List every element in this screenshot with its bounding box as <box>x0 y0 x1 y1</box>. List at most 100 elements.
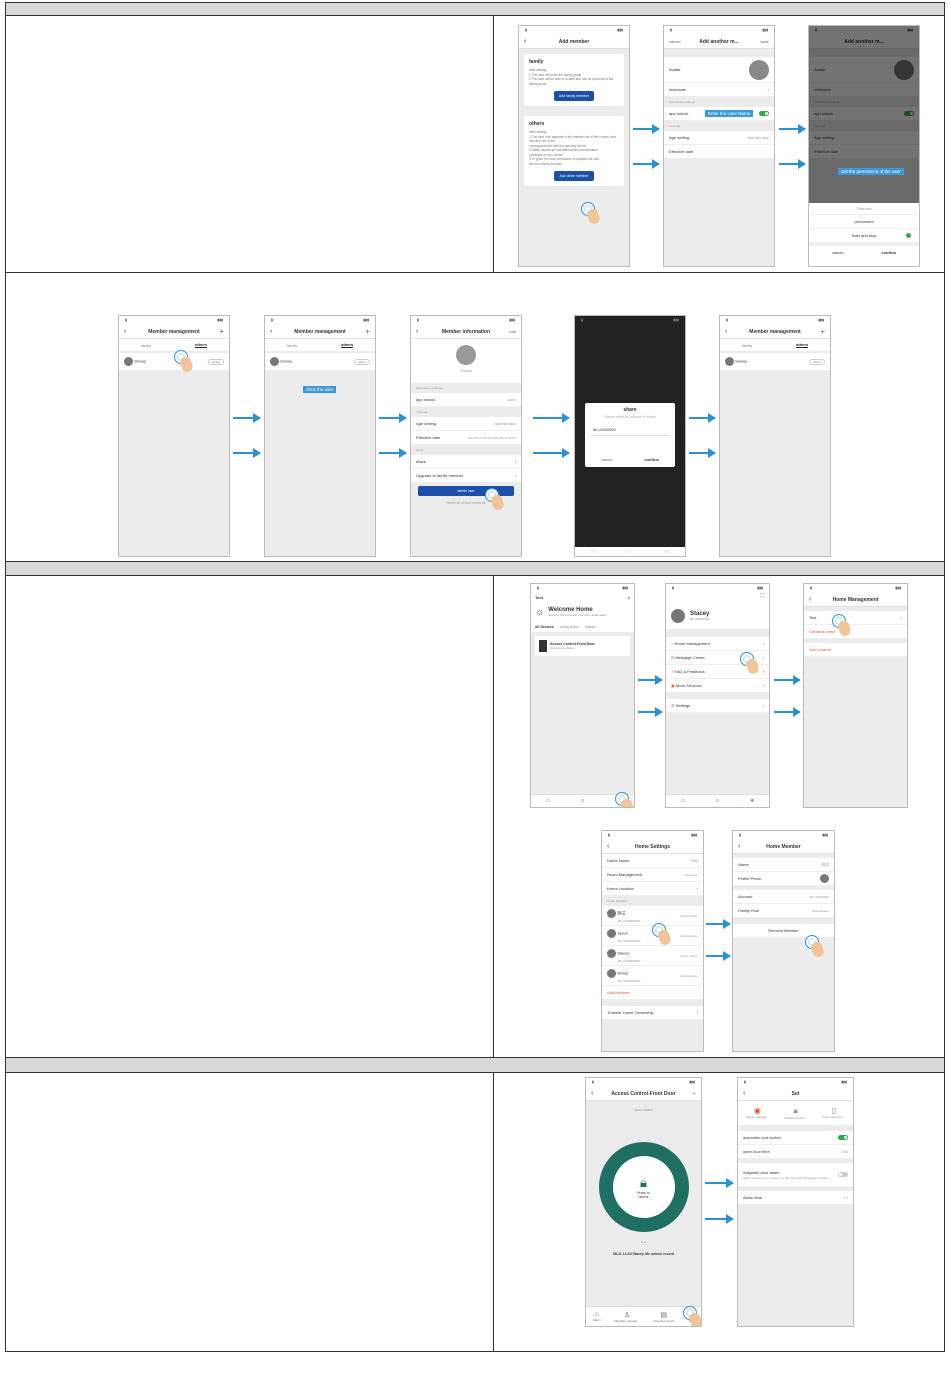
menu-faq-feedback[interactable]: ? FAQ & Feedback› <box>666 665 769 679</box>
scan-icon[interactable]: ⛶ <box>666 593 769 603</box>
scene-icon[interactable]: ☼ <box>714 798 721 804</box>
tab-living-room[interactable]: Living Room <box>559 625 580 629</box>
phone-set: ▮▮▮▮ ‹Set ◉Finger manage... 🔒︎password m… <box>737 1077 854 1327</box>
home-row[interactable]: Test› <box>804 611 907 625</box>
tab-others[interactable]: others <box>340 342 354 348</box>
join-home-row[interactable]: Join a home <box>804 643 907 657</box>
scene-icon[interactable]: ☼ <box>579 798 586 804</box>
add-icon[interactable]: + <box>365 327 370 336</box>
confirm-button[interactable]: confirm <box>881 250 897 255</box>
back-icon[interactable]: ‹ <box>725 328 728 335</box>
back-icon[interactable]: ‹ <box>607 843 610 850</box>
tab-others[interactable]: others <box>194 342 208 348</box>
home-icon[interactable]: ⌂ <box>546 798 550 804</box>
tab-master[interactable]: Master <box>585 625 596 629</box>
tab-member-manage[interactable]: ♙Member manage... <box>614 1311 639 1323</box>
cancel-button[interactable]: cancel <box>669 39 681 44</box>
profile-photo-row[interactable]: Profile Photo <box>733 872 834 886</box>
save-button[interactable]: save <box>760 39 769 44</box>
delete-user-button[interactable]: delete user <box>418 486 514 496</box>
back-icon[interactable]: ‹ <box>591 1090 594 1097</box>
tab-family[interactable]: family <box>286 342 298 348</box>
tab-opening-record[interactable]: ▤Opening record <box>653 1311 674 1323</box>
menu-home-management[interactable]: ⌂ Home Management› <box>666 637 769 651</box>
finger-manage-shortcut[interactable]: ◉Finger manage... <box>746 1106 769 1120</box>
add-member-row[interactable]: Add Member <box>602 986 703 1000</box>
home-icon[interactable]: ○ <box>628 548 632 555</box>
confirm-button[interactable]: confirm <box>644 457 660 462</box>
add-family-member-button[interactable]: Add family member <box>554 91 594 101</box>
reset-link[interactable]: Reset all unlock methods <box>446 501 486 505</box>
transfer-ownership-row[interactable]: Transfer Home Ownership› <box>602 1006 703 1020</box>
alarm-time-row[interactable]: Alarm time› › <box>738 1191 853 1205</box>
home-location-row[interactable]: Home Location› <box>602 882 703 896</box>
add-icon[interactable]: ● <box>627 595 630 600</box>
back-icon[interactable]: ‹ <box>524 38 527 45</box>
back-icon[interactable]: ‹ <box>743 1090 746 1097</box>
tab-family[interactable]: family <box>741 342 753 348</box>
unlock-button[interactable]: 🔒︎ Press to unlock <box>598 1142 689 1232</box>
create-home-row[interactable]: Create a home <box>804 625 907 639</box>
door-card-shortcut[interactable]: ▯Door card man... <box>823 1106 845 1120</box>
option-permanent[interactable]: permanent <box>809 214 919 228</box>
tab-all-devices[interactable]: All Devices <box>535 625 554 629</box>
section-frame-1 <box>5 15 945 273</box>
menu-settings[interactable]: ⚙ Settings› <box>666 699 769 713</box>
back-icon[interactable]: ◁ <box>664 548 669 555</box>
account-input[interactable]: 86-120000000 <box>591 425 669 436</box>
remove-member-button[interactable]: Remove Member <box>733 924 834 938</box>
nav-bar: ‹Member management+ <box>119 325 229 339</box>
back-icon[interactable]: ‹ <box>124 328 127 335</box>
avatar-row[interactable]: Avatar <box>664 57 774 83</box>
recent-apps-icon[interactable]: □ <box>591 548 595 555</box>
upgrade-row[interactable]: Upgrade to family member› <box>411 469 521 483</box>
nickname-row[interactable]: nickname› <box>664 83 774 97</box>
cancel-button[interactable]: cancel <box>831 250 844 255</box>
password-manage-shortcut[interactable]: 🔒︎password man... <box>785 1106 807 1120</box>
cancel-button[interactable]: cancel <box>600 457 613 462</box>
back-icon[interactable]: ‹ <box>270 328 273 335</box>
option-start-stop[interactable]: Start and stop <box>809 228 919 242</box>
divider <box>493 575 494 1058</box>
back-icon[interactable]: ‹ <box>416 328 419 335</box>
app-unlock-toggle[interactable] <box>759 111 769 116</box>
edit-button[interactable]: edit <box>509 329 516 334</box>
add-icon[interactable]: + <box>820 327 825 336</box>
back-icon[interactable]: ‹ <box>738 843 741 850</box>
auto-lock-toggle[interactable] <box>838 1135 848 1140</box>
me-icon[interactable]: ● <box>750 798 754 804</box>
back-icon[interactable]: ‹ <box>809 596 812 603</box>
home-icon[interactable]: ⌂ <box>681 798 685 804</box>
member-role: Administrator <box>680 973 698 978</box>
edit-icon[interactable]: ✎ <box>692 1091 696 1096</box>
add-other-member-button[interactable]: Add other member <box>554 171 594 181</box>
tab-alarm[interactable]: ⌂Alarm <box>593 1311 601 1322</box>
flow-arrow-icon <box>705 1178 734 1188</box>
menu-more-services[interactable]: ▣ More Services› <box>666 679 769 693</box>
add-icon[interactable]: + <box>219 327 224 336</box>
magnetic-toggle[interactable] <box>838 1172 848 1177</box>
tab-others[interactable]: others <box>795 342 809 348</box>
home-selector[interactable]: Test <box>535 595 543 600</box>
share-row[interactable]: share› <box>411 455 521 469</box>
effective-date-row[interactable]: Effective date <box>664 145 774 159</box>
tab-family[interactable]: family <box>140 342 152 348</box>
